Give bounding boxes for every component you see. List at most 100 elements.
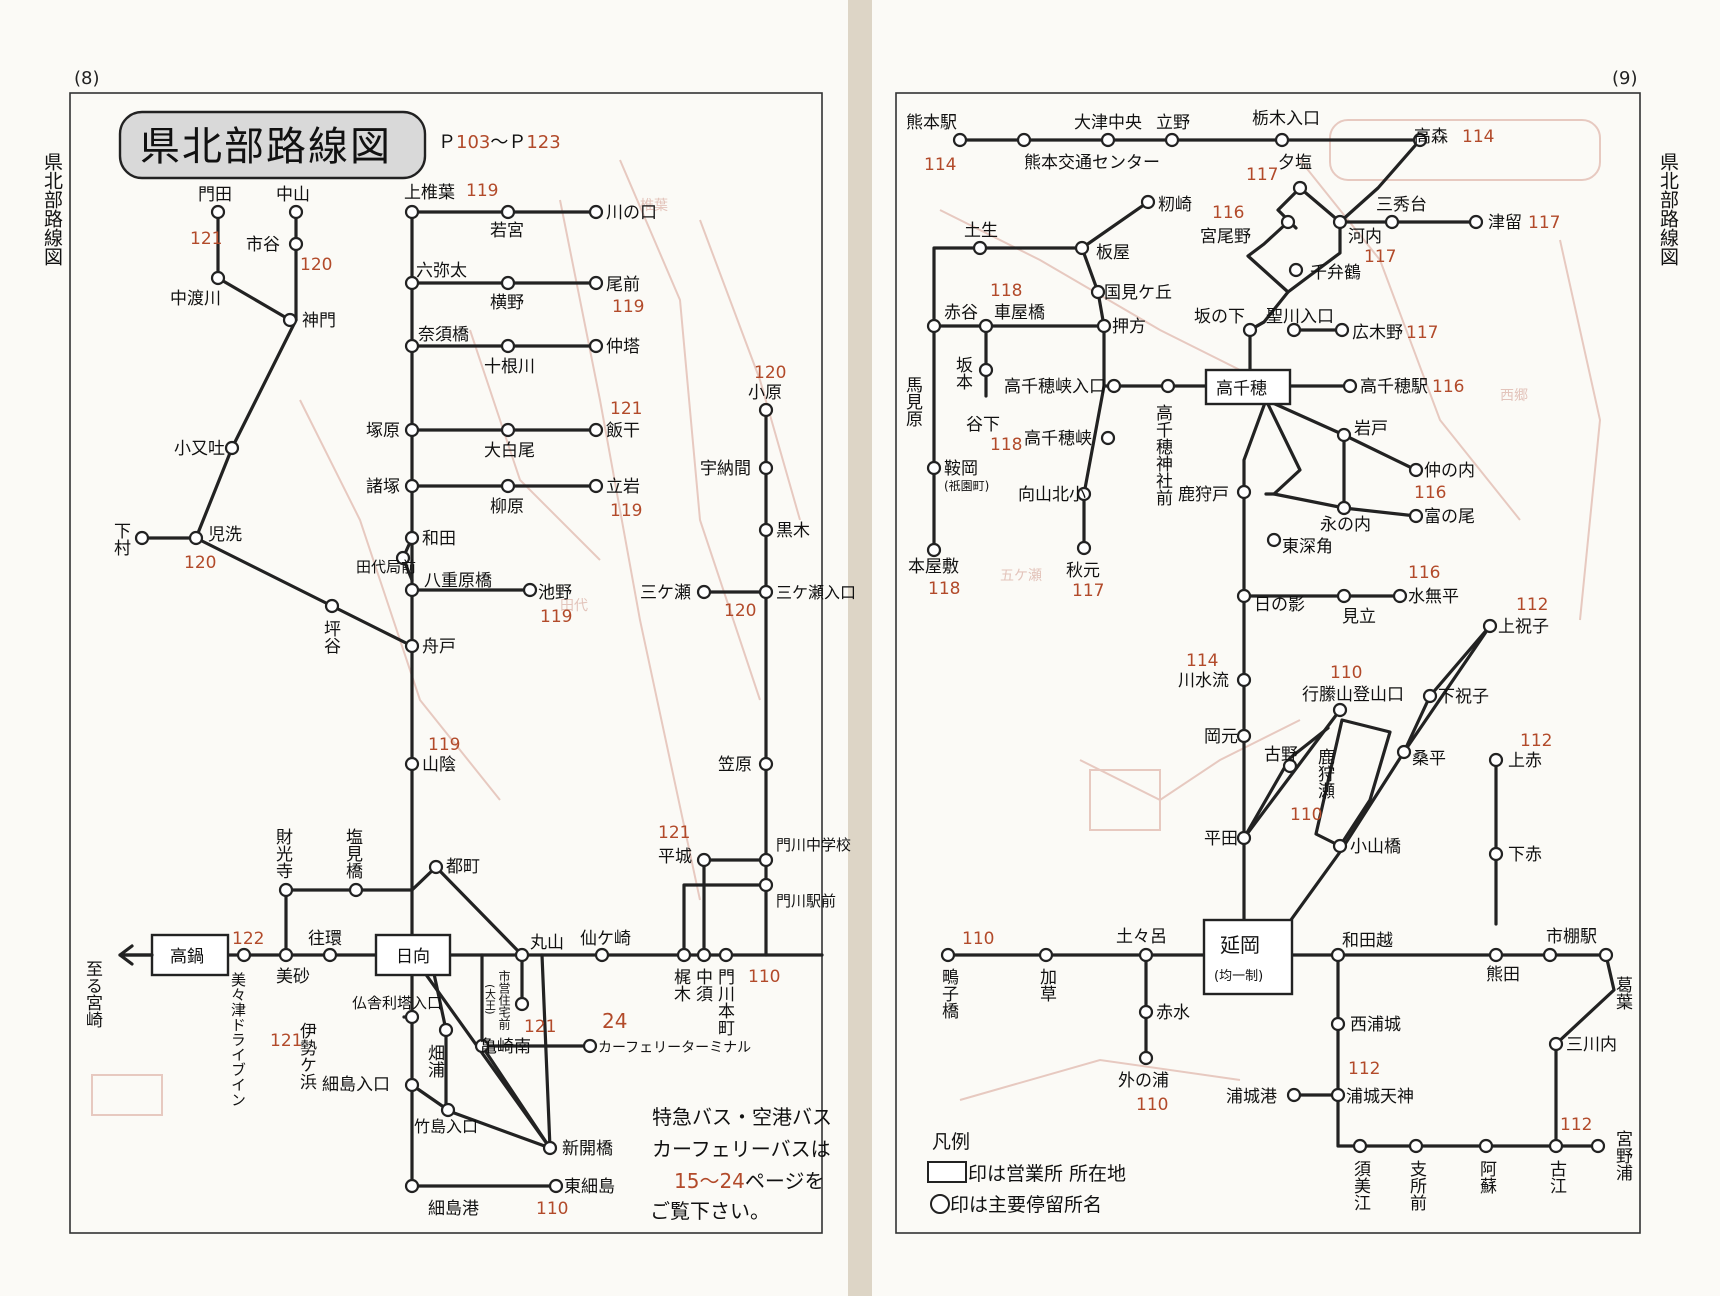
stop-kadota: 門田 — [198, 185, 232, 205]
svg-text:116: 116 — [1432, 377, 1464, 397]
stop-sakamoto: 坂本 — [952, 356, 973, 390]
right-side-title: 県北部路線図 — [1657, 152, 1679, 266]
stop-hososhima-ko: 細島港 — [428, 1199, 479, 1219]
page-reference: Ｐ103〜Ｐ123 — [438, 132, 561, 153]
stop-sumie: 須美江 — [1350, 1160, 1371, 1211]
svg-text:五ケ瀬: 五ケ瀬 — [1000, 568, 1042, 584]
stop-nobeoka-sub: (均一制) — [1214, 969, 1263, 984]
stop-bisa: 美砂 — [276, 967, 310, 987]
stop-hososhima-iriguchi: 細島入口 — [322, 1075, 390, 1095]
stop-kuzuba: 葛葉 — [1612, 976, 1633, 1010]
stop-takachiho-eki: 高千穂駅 — [1360, 377, 1428, 397]
svg-text:121: 121 — [524, 1017, 556, 1037]
stop-kasahara: 笠原 — [718, 755, 752, 775]
svg-text:119: 119 — [428, 735, 460, 755]
stop-hinokage: 日の影 — [1254, 595, 1305, 615]
svg-text:121: 121 — [190, 229, 222, 249]
stop-kadogawa-chugaku: 門川中学校 — [776, 836, 851, 854]
svg-text:116: 116 — [1212, 203, 1244, 223]
stop-hyuga: 日向 — [396, 947, 430, 967]
stop-uragiko: 浦城港 — [1226, 1087, 1277, 1107]
stop-higashihososhima: 東細島 — [564, 1177, 615, 1197]
express-bus-note: 特急バス・空港バス カーフェリーバスは 15〜24ページを ご覧下さい。 — [650, 1105, 832, 1223]
stop-onomae: 尾前 — [606, 275, 640, 295]
stop-oshirao: 大白尾 — [484, 441, 535, 461]
stop-sanshudai: 三秀台 — [1376, 195, 1427, 215]
office-hyuga — [374, 933, 452, 977]
stop-shimomura: 下村 — [110, 522, 131, 556]
svg-text:120: 120 — [754, 363, 786, 383]
stop-takamori: 高森 — [1414, 127, 1448, 147]
stop-takanabe: 高鍋 — [170, 947, 204, 967]
stop-hirata: 平田 — [1204, 829, 1238, 849]
svg-text:カーフェリーバスは: カーフェリーバスは — [652, 1137, 831, 1161]
stop-itaya: 板屋 — [1096, 243, 1130, 263]
stop-shiomibashi: 塩見橋 — [342, 828, 363, 880]
stop-kaji: 梶木 — [670, 968, 691, 1002]
svg-text:ご覧下さい。: ご覧下さい。 — [650, 1199, 770, 1223]
stop-ikeno: 池野 — [538, 583, 572, 603]
stop-yanagihara: 柳原 — [490, 497, 524, 517]
stop-funado: 舟戸 — [422, 637, 456, 657]
stop-kaso: 加草 — [1036, 968, 1057, 1002]
stop-tsudome: 津留 — [1488, 213, 1522, 233]
right-route-numbers: 114 114 117 117 117 116 118 118 118 117 … — [924, 127, 1592, 1135]
svg-text:118: 118 — [928, 579, 960, 599]
svg-text:119: 119 — [612, 297, 644, 317]
stop-mamihara: 馬見原 — [902, 376, 923, 427]
stop-kagarido: 鹿狩戸 — [1178, 485, 1229, 505]
stop-akatani: 赤谷 — [944, 303, 978, 323]
stop-gyoto-tozanguchi: 行縢山登山口 — [1302, 685, 1404, 705]
svg-text:112: 112 — [1560, 1115, 1592, 1135]
stop-nakasu: 中須 — [692, 968, 713, 1002]
stop-nakabarugawa: 中渡川 — [170, 289, 221, 309]
stop-furue: 古江 — [1546, 1160, 1567, 1194]
stop-kadogawa-eki: 門川駅前 — [776, 892, 836, 910]
stop-furuno: 古野 — [1264, 745, 1298, 765]
stop-kumata: 熊田 — [1486, 965, 1520, 985]
svg-text:118: 118 — [990, 435, 1022, 455]
left-map-frame — [69, 92, 823, 1234]
book-gutter — [848, 0, 872, 1296]
stop-dodoro: 土々呂 — [1116, 927, 1167, 947]
right-stops — [926, 132, 1614, 1154]
svg-text:117: 117 — [1072, 581, 1104, 601]
stop-miyaono: 宮尾野 — [1200, 227, 1251, 247]
stop-momizaki: 籾崎 — [1158, 195, 1192, 215]
stop-mimitsu-drivein: 美々津ドライブイン — [229, 972, 247, 1107]
svg-text:112: 112 — [1520, 731, 1552, 751]
stop-kumamoto-kotsu: 熊本交通センター — [1024, 153, 1160, 173]
stop-naka-no-uchi: 仲の内 — [1424, 461, 1475, 481]
stop-miyanoura: 宮野浦 — [1612, 1130, 1633, 1182]
svg-text:114: 114 — [1462, 127, 1494, 147]
stop-nakato: 仲塔 — [606, 337, 640, 357]
arrow-to-miyazaki — [118, 944, 154, 966]
svg-text:120: 120 — [724, 601, 756, 621]
stop-mikado: 神門 — [302, 311, 336, 331]
map-title: 県北部路線図 — [140, 124, 392, 170]
stop-hiraki: 平城 — [658, 847, 692, 867]
stop-otsu-chuo: 大津中央 — [1074, 113, 1142, 133]
stop-maruyama: 丸山 — [530, 933, 564, 953]
left-title-box: 県北部路線図 — [118, 110, 427, 180]
stop-higashifukatsuno: 東深角 — [1282, 537, 1333, 557]
stop-mukaiyama: 向山北小 — [1018, 485, 1086, 505]
left-page-number: (8) — [74, 68, 100, 89]
right-page — [865, 0, 1720, 1296]
stop-nishiuragi: 西浦城 — [1350, 1015, 1401, 1035]
stop-nobeoka: 延岡 — [1220, 933, 1260, 957]
svg-text:田代: 田代 — [560, 598, 588, 614]
svg-text:121: 121 — [658, 823, 690, 843]
svg-text:117: 117 — [1528, 213, 1560, 233]
stop-kamihoriko: 上祝子 — [1498, 617, 1549, 637]
stop-jinja: 高千穂神社前 — [1152, 404, 1173, 507]
svg-text:印は主要停留所名: 印は主要停留所名 — [950, 1194, 1102, 1216]
stop-tateiwa: 立岩 — [606, 477, 640, 497]
stop-shigiko: 鴫子橋 — [938, 968, 959, 1020]
stop-zaikoji: 財光寺 — [272, 828, 293, 879]
svg-text:118: 118 — [990, 281, 1022, 301]
svg-text:114: 114 — [924, 155, 956, 175]
stop-koyamabashi: 小山橋 — [1350, 837, 1401, 857]
stop-kawanokuchi: 川の口 — [606, 203, 657, 223]
